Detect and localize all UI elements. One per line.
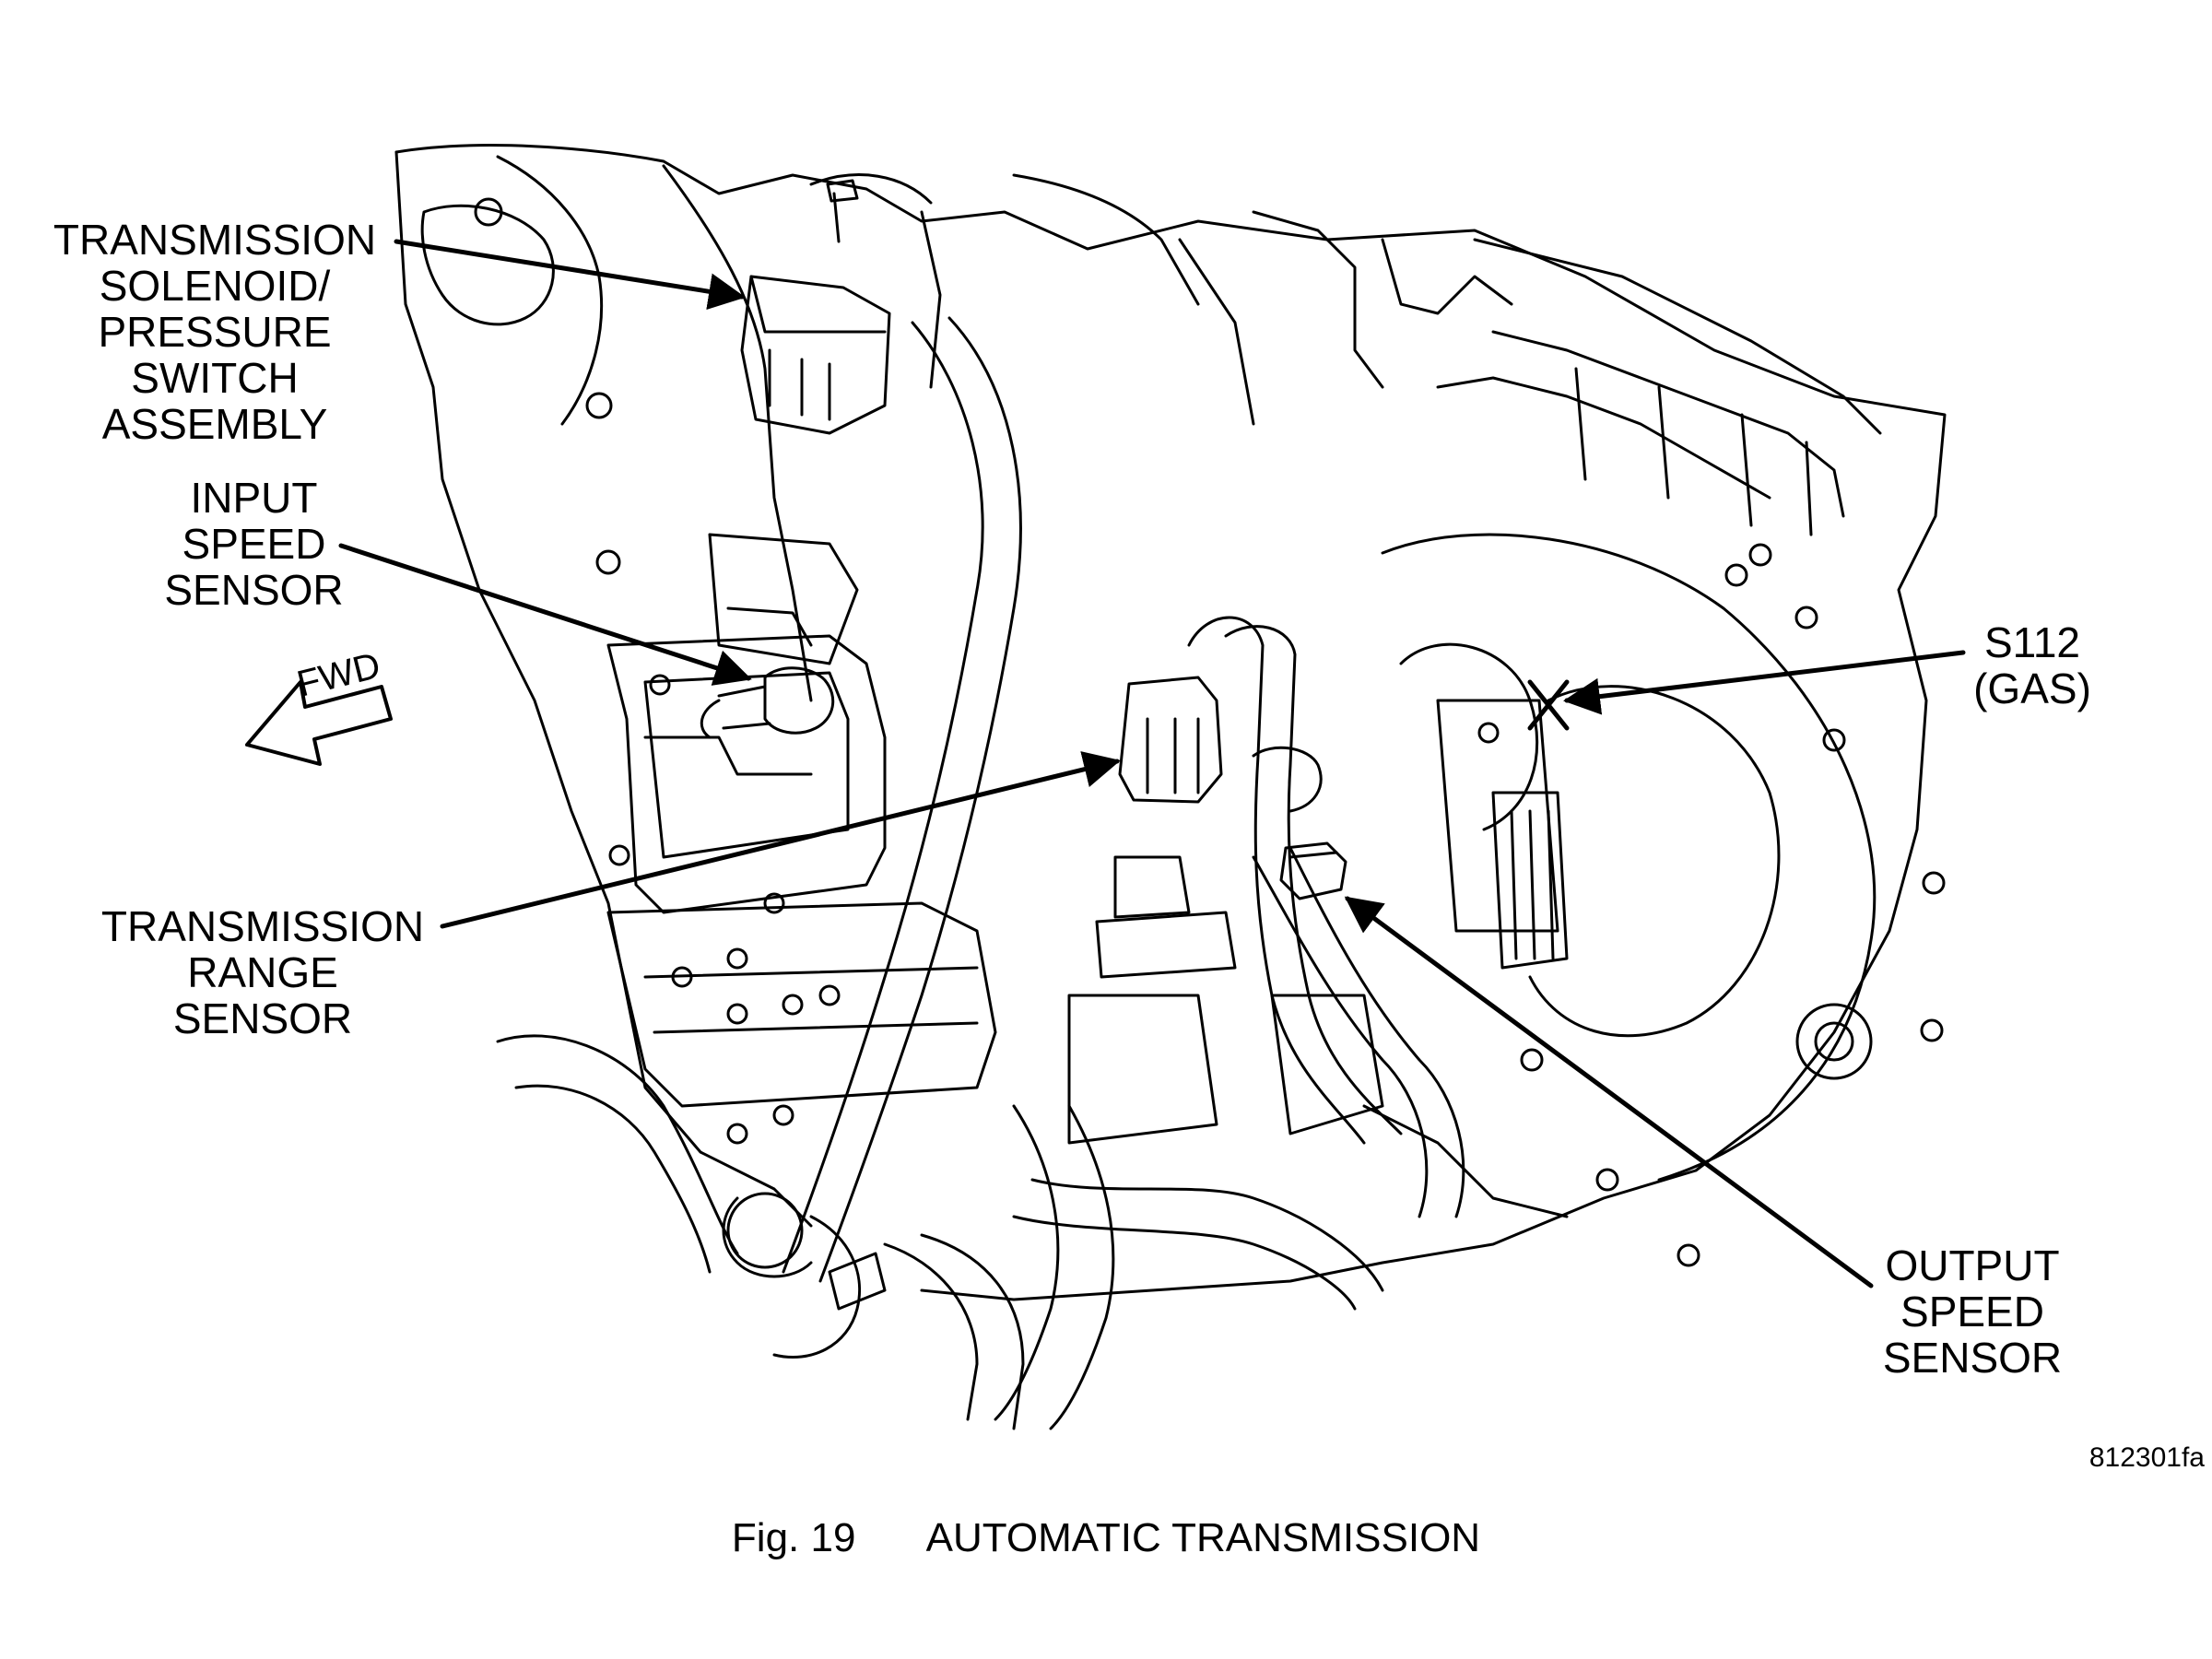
callout-line: ASSEMBLY bbox=[101, 400, 328, 448]
cooler-hoses bbox=[722, 1192, 1025, 1430]
callout-line: OUTPUT bbox=[1885, 1241, 2060, 1289]
arrow-range-sensor bbox=[440, 751, 1121, 929]
housing-bolts bbox=[608, 543, 1946, 1267]
callout-line: SPEED bbox=[182, 520, 326, 568]
callout-line: TRANSMISSION bbox=[53, 216, 377, 264]
callout-line: SENSOR bbox=[1882, 1334, 2063, 1382]
arrow-output-speed-sensor bbox=[1344, 896, 1874, 1288]
leader-arrows bbox=[338, 239, 1966, 1288]
arrow-s112 bbox=[1563, 650, 1966, 715]
arrow-input-speed-sensor bbox=[338, 543, 752, 686]
range-sensor-connector-drawing bbox=[1095, 676, 1237, 979]
callout-line: SENSOR bbox=[172, 994, 353, 1042]
solenoid-assembly-drawing bbox=[708, 179, 891, 665]
transmission-housing bbox=[394, 144, 1947, 1301]
callout-line: (GAS) bbox=[1973, 665, 2091, 712]
wiring-harness bbox=[496, 316, 1465, 1430]
callout-line: SPEED bbox=[1900, 1288, 2044, 1335]
callout-line: S112 bbox=[1983, 618, 2081, 666]
input-speed-sensor-drawing bbox=[700, 666, 835, 739]
callout-line: SWITCH bbox=[131, 354, 299, 402]
callout-line: INPUT bbox=[190, 474, 318, 522]
figure-title: AUTOMATIC TRANSMISSION bbox=[925, 1515, 1481, 1560]
arrow-solenoid bbox=[394, 239, 746, 311]
ground-bracket-drawing bbox=[1436, 679, 1570, 970]
figure-caption: Fig. 19 AUTOMATIC TRANSMISSION bbox=[0, 1515, 2212, 1561]
callout-line: SOLENOID/ bbox=[99, 262, 331, 310]
input-speed-sensor-callout: INPUT SPEED SENSOR bbox=[155, 475, 353, 613]
output-speed-sensor-drawing bbox=[1252, 746, 1347, 900]
forward-arrow-icon bbox=[245, 680, 393, 766]
output-speed-sensor-callout: OUTPUT SPEED SENSOR bbox=[1871, 1242, 2074, 1381]
figure-id: 812301fa bbox=[2088, 1442, 2205, 1473]
callout-line: PRESSURE bbox=[98, 308, 332, 356]
range-sensor-callout: TRANSMISSION RANGE SENSOR bbox=[92, 903, 433, 1041]
ground-s112-callout: S112 (GAS) bbox=[1968, 619, 2097, 712]
callout-line: SENSOR bbox=[164, 566, 344, 614]
solenoid-assembly-callout: TRANSMISSION SOLENOID/ PRESSURE SWITCH A… bbox=[44, 217, 385, 447]
figure-number: Fig. 19 bbox=[731, 1515, 856, 1560]
callout-line: TRANSMISSION bbox=[100, 902, 425, 950]
callout-line: RANGE bbox=[187, 948, 338, 996]
